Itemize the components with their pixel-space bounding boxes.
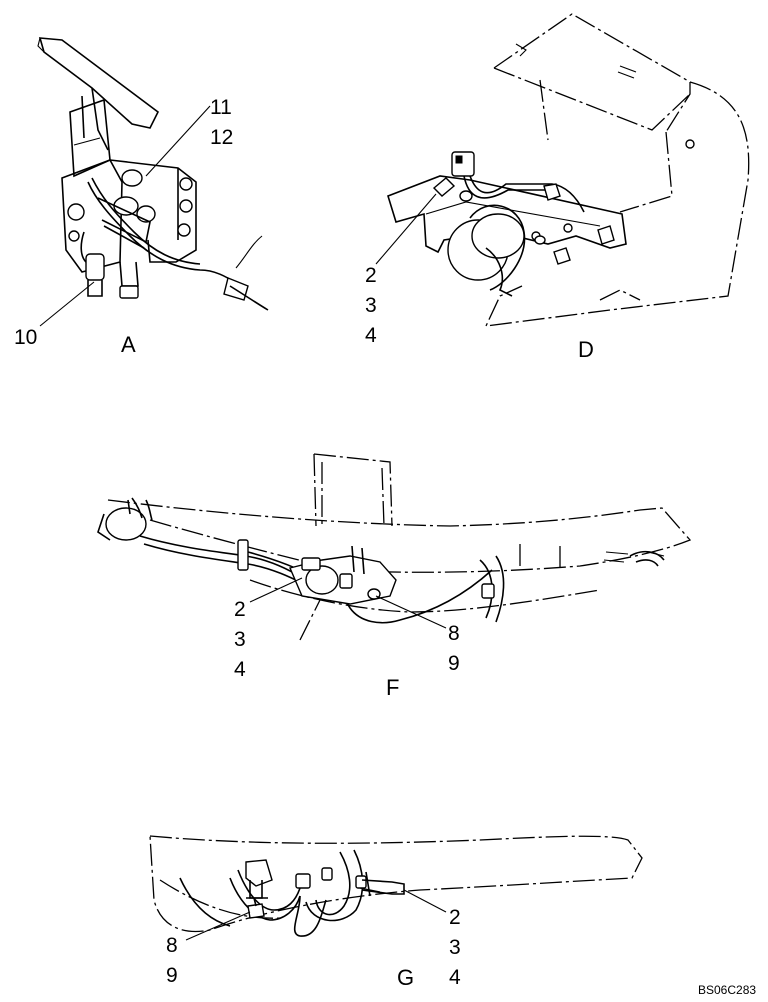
view-a-illustration [37, 37, 269, 327]
callout-12-view-a: 12 [210, 126, 234, 149]
callout-3-view-g: 3 [449, 936, 461, 959]
callout-8-view-f: 8 [448, 622, 460, 645]
view-label-f: F [386, 675, 400, 700]
view-d-illustration [375, 13, 750, 327]
callout-4-view-g: 4 [449, 966, 461, 989]
callout-2-view-g: 2 [449, 906, 461, 929]
view-label-a: A [121, 332, 136, 357]
view-label-d: D [578, 337, 594, 362]
callout-2-view-f: 2 [234, 598, 246, 621]
callout-3-view-f: 3 [234, 628, 246, 651]
callout-8-view-g: 8 [166, 934, 178, 957]
callout-4-view-f: 4 [234, 658, 246, 681]
callout-9-view-f: 9 [448, 652, 460, 675]
callout-10-view-a: 10 [14, 326, 38, 349]
callout-11-view-a: 11 [210, 96, 232, 119]
view-g-illustration [149, 835, 643, 941]
callout-9-view-g: 9 [166, 964, 178, 987]
view-f-illustration [97, 453, 692, 641]
callout-3-view-d: 3 [365, 294, 377, 317]
view-label-g: G [397, 965, 415, 990]
drawing-code: BS06C283 [698, 983, 757, 997]
callout-2-view-d: 2 [365, 264, 377, 287]
callout-4-view-d: 4 [365, 324, 377, 347]
